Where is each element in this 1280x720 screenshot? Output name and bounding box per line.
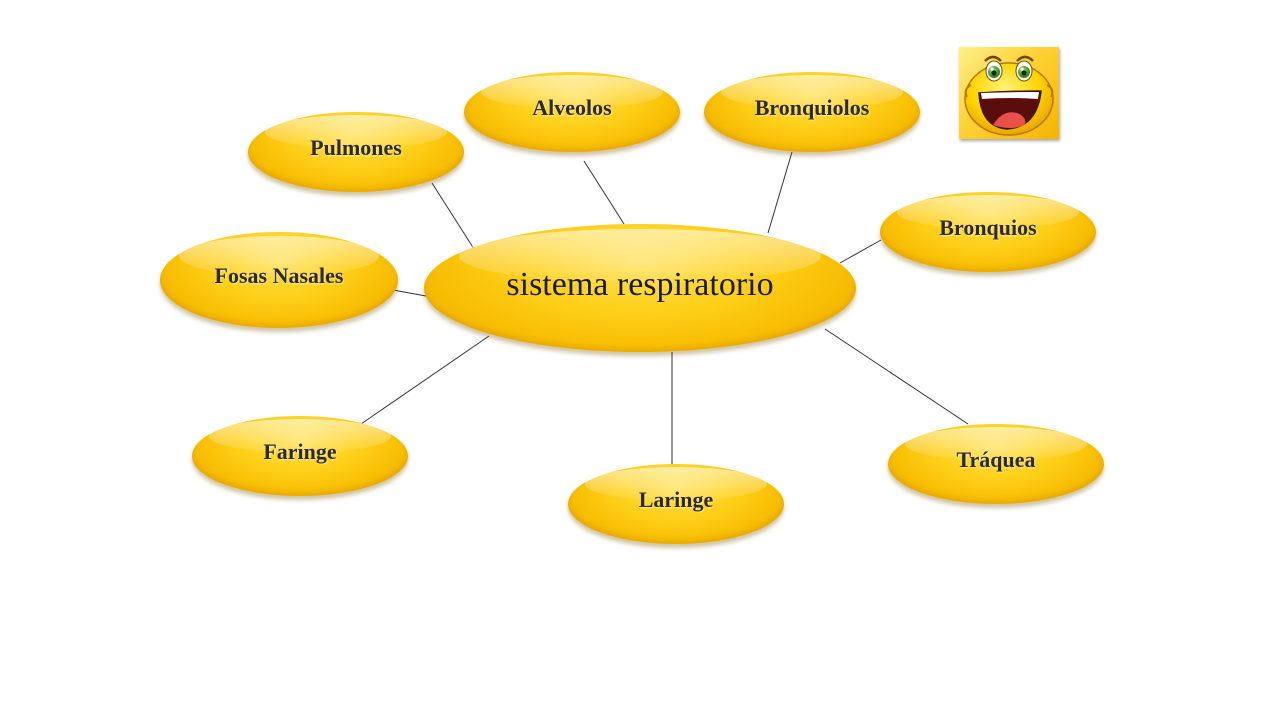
connector-bronquiolos: [767, 151, 793, 234]
connector-faringe: [360, 335, 490, 425]
connector-pulmones: [431, 182, 475, 250]
node-label: Bronquios: [939, 215, 1037, 240]
node-fosas-nasales: Fosas Nasales: [160, 232, 398, 328]
node-pulmones: Pulmones: [248, 112, 464, 192]
node-faringe: Faringe: [192, 416, 408, 496]
node-label: Bronquiolos: [754, 95, 870, 120]
node-bronquiolos: Bronquiolos: [704, 72, 920, 152]
connector-traquea: [824, 328, 969, 425]
node-bronquios: Bronquios: [880, 192, 1096, 272]
smiley-graphic: [964, 55, 1054, 136]
center-label: sistema respiratorio: [506, 266, 774, 303]
node-label: Laringe: [638, 487, 714, 512]
node-label: Pulmones: [310, 135, 402, 160]
connector-fosas-nasales: [392, 289, 427, 297]
node-laringe: Laringe: [568, 464, 784, 544]
node-label: Alveolos: [532, 95, 612, 120]
node-traquea: Tráquea: [888, 424, 1104, 504]
node-label: Tráquea: [956, 447, 1036, 472]
node-alveolos: Alveolos: [464, 72, 680, 152]
connector-bronquios: [839, 239, 882, 264]
connector-alveolos: [583, 160, 625, 225]
node-label: Fosas Nasales: [214, 263, 344, 288]
laughing-smiley-icon: [959, 47, 1059, 139]
node-center: sistema respiratorio: [424, 224, 856, 352]
node-label: Faringe: [263, 439, 337, 464]
